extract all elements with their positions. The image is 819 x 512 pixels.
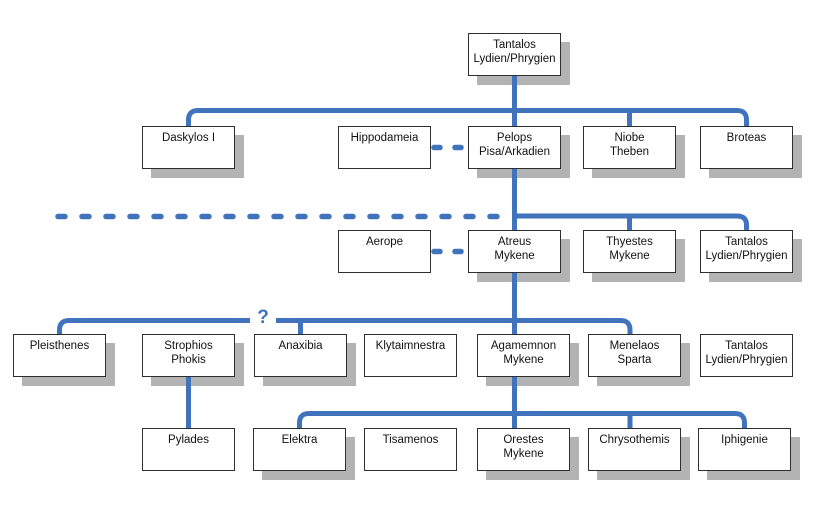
node-anaxibia: Anaxibia bbox=[254, 334, 356, 386]
node-broteas: Broteas bbox=[700, 126, 802, 178]
gen4-branch-line bbox=[57, 318, 633, 336]
gen2-branch-line bbox=[186, 108, 749, 128]
node-pylades: Pylades bbox=[142, 428, 235, 471]
gen3-branch-line bbox=[514, 213, 749, 232]
node-iphigenie: Iphigenie bbox=[698, 428, 800, 480]
node-klytaimnestra: Klytaimnestra bbox=[364, 334, 457, 377]
node-hippodameia: Hippodameia bbox=[338, 126, 431, 169]
uncertainty-marker: ? bbox=[250, 304, 276, 332]
node-aerope: Aerope bbox=[338, 230, 431, 273]
node-daskylos-i: Daskylos I bbox=[142, 126, 244, 178]
node-chrysothemis: Chrysothemis bbox=[588, 428, 690, 480]
node-elektra: Elektra bbox=[253, 428, 355, 480]
node-tisamenos: Tisamenos bbox=[364, 428, 457, 471]
node-pleisthenes: Pleisthenes bbox=[13, 334, 115, 386]
gen5-branch-line bbox=[297, 411, 747, 430]
